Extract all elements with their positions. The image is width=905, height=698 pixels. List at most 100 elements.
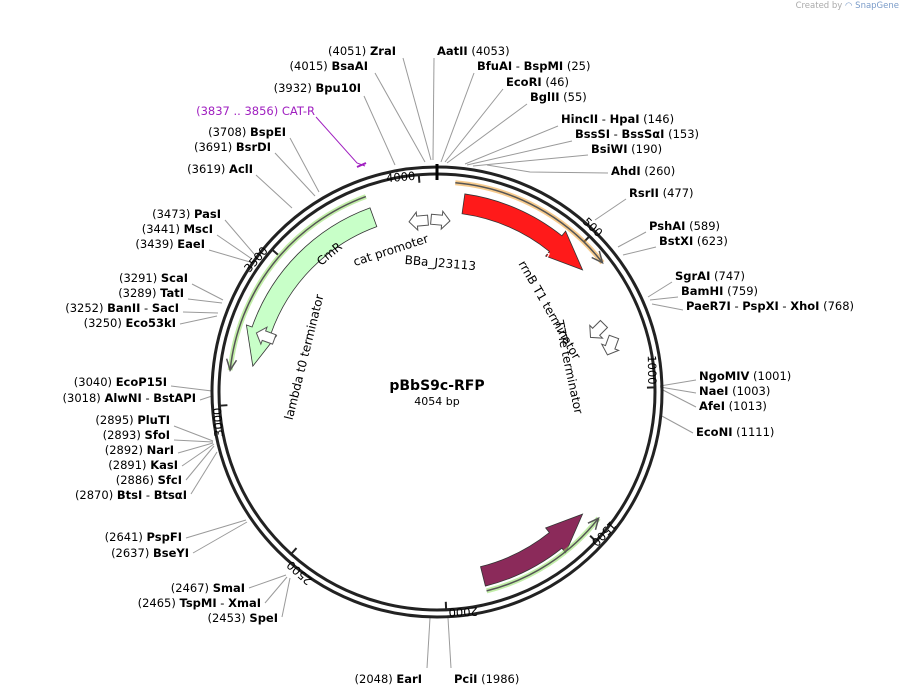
snapgene-credit: Created by ◠ SnapGene (795, 1, 899, 11)
site-scai-label: (3291) ScaI (119, 271, 188, 285)
rep101-orf-arc (486, 517, 600, 592)
site-msci-label: (3441) MscI (142, 222, 213, 236)
mrfp1-orf-arrowhead (591, 250, 604, 265)
site-bsrdi-label: (3691) BsrDI (194, 140, 271, 154)
tick-label-500: 500 (580, 214, 605, 239)
site-zrai-leader (402, 57, 432, 161)
site-nari-leader (177, 442, 214, 454)
site-eaei-label: (3439) EaeI (135, 237, 205, 251)
site-bfuai-leader (440, 72, 475, 163)
site-banii-leader (182, 311, 219, 314)
bba-promoter-arrow (430, 209, 451, 231)
site-labels: (4051) ZraI(4015) BsaAI(3932) Bpu10I(370… (63, 44, 855, 686)
site-pcii-leader (447, 617, 452, 669)
plasmid-center: pBbS9c-RFP 4054 bp (389, 378, 484, 408)
site-smai-label: (2467) SmaI (171, 581, 245, 595)
site-zrai-label: (4051) ZraI (328, 44, 396, 58)
site-pcii-label: PciI (1986) (454, 672, 519, 686)
site-bpu10i-leader (363, 95, 396, 166)
site-btsi-leader (190, 451, 218, 495)
cmr-orf-arc (229, 195, 367, 371)
rep101-orf-arrowhead (587, 516, 600, 530)
tick-label-2000: 2000 (448, 604, 478, 619)
primer-cat-r-leader (315, 116, 366, 167)
primer-cat-r-label: (3837 .. 3856) CAT-R (196, 104, 315, 118)
site-naei-label: NaeI (1003) (699, 384, 770, 398)
feature-rrnb-label: rrnB T1 terminator (515, 258, 583, 362)
site-ngomiv-label: NgoMIV (1001) (699, 369, 791, 383)
tick-mark-2500 (290, 547, 298, 555)
feature-t7te-label: T7Te terminator (552, 318, 586, 415)
site-eari-leader (426, 617, 431, 669)
cmr-orf-arrowhead (225, 358, 238, 373)
site-bpu10i-label: (3932) Bpu10I (274, 81, 361, 95)
tick-label-3000: 3000 (210, 407, 226, 437)
site-ngomiv-leader (659, 379, 697, 387)
site-bfuai-label: BfuAI - BspMI (25) (477, 59, 590, 73)
site-msci-leader (216, 234, 253, 260)
site-sgrai-leader (647, 281, 673, 298)
site-acli-label: (3619) AclI (187, 162, 253, 176)
site-aatii-label: AatII (4053) (437, 44, 510, 58)
site-ahdi-label: AhdI (260) (611, 164, 675, 178)
feature-rep101-label: Rep101 (437, 544, 484, 561)
site-alwni-leader (199, 395, 213, 401)
site-pshai-label: PshAI (589) (649, 219, 720, 233)
site-ecop15i-leader (170, 385, 213, 392)
site-bstxi-label: BstXI (623) (659, 234, 728, 248)
site-naei-leader (659, 386, 697, 394)
feature-bba-label: BBa_J23113 (404, 253, 476, 273)
site-tspmi-label: (2465) TspMI - XmaI (138, 596, 261, 610)
site-sgrai-label: SgrAI (747) (675, 269, 745, 283)
site-pasi-label: (3473) PasI (152, 207, 221, 221)
site-kasi-label: (2891) KasI (108, 458, 178, 472)
site-ecori-leader (444, 88, 504, 163)
rrnb-terminator-arrow (589, 319, 609, 339)
site-acli-leader (255, 174, 293, 209)
site-pluti-label: (2895) PluTI (95, 413, 170, 427)
site-eco53ki-leader (179, 315, 218, 325)
site-bspei-label: (3708) BspEI (208, 125, 286, 139)
tick-mark-3500 (271, 248, 279, 256)
site-bsssi-leader (466, 140, 573, 166)
site-ahdi-leader (486, 164, 609, 174)
site-afei-label: AfeI (1013) (699, 399, 767, 413)
site-ecop15i-label: (3040) EcoP15I (74, 375, 167, 389)
site-bglii-label: BglII (55) (530, 90, 587, 104)
site-hincii-leader (464, 125, 559, 165)
site-sfoi-leader (173, 439, 214, 443)
lambda-terminator-arrow (255, 326, 277, 346)
site-spei-label: (2453) SpeI (208, 611, 279, 625)
site-alwni-label: (3018) AlwNI - BstAPI (63, 391, 196, 405)
site-pshai-leader (617, 231, 647, 248)
tick-label-4000: 4000 (385, 169, 415, 185)
mrfp1-orf-arc (455, 182, 604, 264)
site-bamhi-leader (649, 296, 679, 301)
site-spei-leader (281, 577, 291, 618)
site-rsrii-leader (594, 198, 627, 221)
plasmid-length: 4054 bp (414, 395, 459, 408)
site-bamhi-label: BamHI (759) (681, 284, 758, 298)
site-econi-label: EcoNI (1111) (696, 425, 774, 439)
site-paer7i-leader (651, 303, 684, 311)
site-tspmi-leader (264, 576, 288, 604)
site-econi-leader (659, 414, 694, 434)
tick-mark-1500 (589, 535, 597, 542)
site-hincii-label: HincII - HpaI (146) (561, 112, 674, 126)
site-afei-leader (660, 388, 697, 408)
feature-mrfp1-arrow (461, 193, 584, 271)
site-btsi-label: (2870) BtsI - BtsαI (75, 488, 187, 502)
site-eari-label: (2048) EarI (355, 672, 422, 686)
site-leader-lines (170, 57, 697, 669)
site-bseyi-leader (192, 521, 248, 554)
t7te-terminator-arrow (600, 334, 621, 356)
tick-mark-4000 (417, 174, 421, 183)
site-bsiwi-label: BsiWI (190) (591, 142, 662, 156)
site-pasi-leader (224, 219, 256, 256)
site-bsiwi-leader (472, 154, 589, 167)
cat-promoter-arrow (408, 210, 429, 232)
feature-rep101-arrow (480, 513, 584, 587)
site-kasi-leader (181, 443, 215, 467)
primer-cat-r-mark (356, 162, 367, 168)
plasmid-name: pBbS9c-RFP (389, 378, 484, 394)
